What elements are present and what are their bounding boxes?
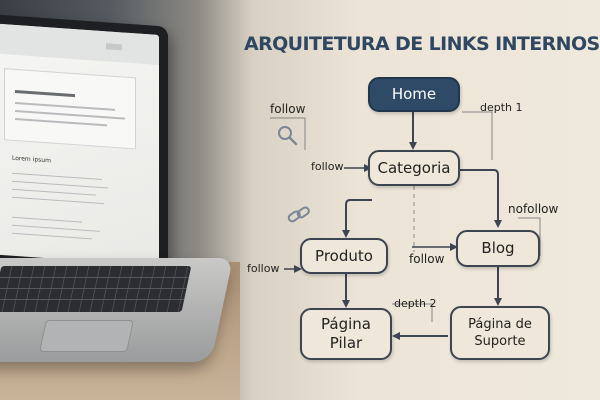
guide-depth1 <box>462 111 493 160</box>
node-pagina-pilar: Página Pilar <box>300 308 392 360</box>
label-follow-top: follow <box>270 102 306 116</box>
edge-categoria-blog <box>458 169 502 228</box>
guide-depth2 <box>392 303 433 322</box>
node-produto: Produto <box>300 238 388 274</box>
edge-categoria-produto <box>342 199 372 238</box>
label-follow-produto: follow <box>247 262 280 275</box>
guide-follow-top <box>270 117 306 150</box>
node-pagina-pilar-label: Página Pilar <box>321 315 371 352</box>
node-home: Home <box>368 77 460 112</box>
node-pagina-suporte: Página de Suporte <box>450 306 550 360</box>
label-depth2: depth 2 <box>394 297 437 310</box>
search-icon <box>278 126 298 146</box>
label-follow-blog: follow <box>409 252 445 266</box>
diagram-title: ARQUITETURA DE LINKS INTERNOS <box>244 33 600 55</box>
node-categoria: Categoria <box>368 150 460 186</box>
label-nofollow: nofollow <box>508 202 559 216</box>
label-follow-categoria: follow <box>311 160 344 173</box>
link-icon <box>287 206 310 223</box>
laptop-photo: Lorem ipsum <box>0 0 240 400</box>
node-pagina-suporte-label: Página de Suporte <box>468 317 532 349</box>
label-depth1: depth 1 <box>480 101 523 114</box>
guide-nofollow <box>518 217 541 256</box>
node-blog: Blog <box>456 230 540 267</box>
